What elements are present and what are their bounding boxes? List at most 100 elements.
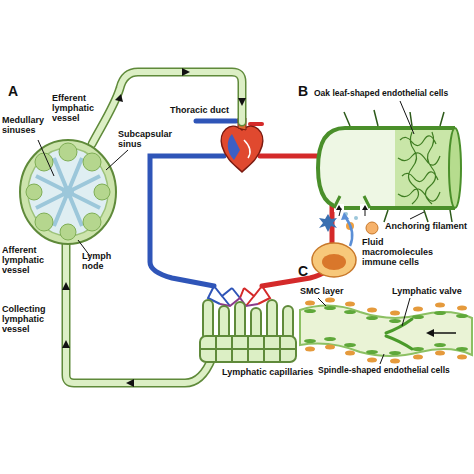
spindle-endothelial-cell [456, 314, 468, 318]
lymphatic-capillary [395, 130, 455, 206]
spindle-endothelial-cell [389, 319, 401, 323]
panel-letter: C [298, 264, 318, 279]
leader-line [402, 298, 410, 326]
immune-cell [322, 254, 346, 270]
part-label: Lymphatic capillaries [222, 368, 332, 378]
part-label: Medullary sinuses [2, 116, 57, 136]
spindle-endothelial-cell [389, 351, 401, 355]
lymphatic-valve [386, 336, 412, 349]
spindle-endothelial-cell [434, 343, 446, 347]
heart [221, 126, 263, 172]
smc-layer [325, 345, 335, 350]
smc-layer [305, 301, 315, 306]
immune-cell [339, 208, 365, 216]
smc-layer [435, 351, 445, 356]
spindle-endothelial-cell [344, 343, 356, 347]
flow-arrow [432, 332, 456, 334]
leader-line [318, 298, 410, 364]
lymphatic-vessel [66, 244, 212, 383]
lymphatic-capillary-network [235, 302, 245, 340]
leader-line [380, 354, 384, 364]
smc-layer [345, 351, 355, 356]
panel-letter: A [8, 84, 28, 99]
part-label: Subcapsular sinus [118, 130, 184, 150]
lymph-node [20, 140, 116, 244]
lymphatic-capillary-network [200, 336, 296, 362]
smc-layer [325, 298, 335, 303]
smc-layer [367, 308, 377, 313]
part-label: SMC layer [300, 287, 360, 297]
spindle-endothelial-cell [366, 316, 378, 320]
immune-cell [354, 216, 358, 220]
spindle-endothelial-cell [412, 347, 424, 351]
part-label: Lymphatic valve [392, 287, 472, 297]
spindle-endothelial-cell [412, 315, 424, 319]
immune-cell [336, 205, 368, 210]
heart [228, 134, 240, 160]
smc-layer [435, 303, 445, 308]
spindle-endothelial-cell [366, 350, 378, 354]
blood-circulation [150, 121, 332, 286]
lymphatic-capillary-network [219, 306, 229, 340]
lymphatic-capillary-network [200, 300, 296, 362]
leader-line [400, 101, 424, 219]
part-label: Efferent lymphatic vessel [52, 94, 104, 124]
leader-line [318, 298, 326, 306]
flow-arrow [426, 329, 456, 337]
immune-cell [366, 222, 378, 234]
smc-layer [305, 347, 315, 352]
part-label: Spindle-shaped endothelial cells [318, 366, 474, 375]
part-label: Thoracic duct [170, 106, 238, 116]
part-label: Lymph node [82, 252, 118, 272]
spindle-endothelial-cell [434, 311, 446, 315]
flow-arrow [426, 329, 434, 337]
flow-arrow [126, 379, 134, 387]
leader-line [410, 212, 424, 219]
blood-circulation [196, 119, 236, 124]
lymphatic-valve [386, 319, 412, 349]
blood-circulation [250, 122, 262, 126]
lymphatic-valve [386, 319, 412, 333]
lymphatic-vessel [66, 244, 212, 383]
lymph-node [83, 153, 101, 171]
collecting-vessel [300, 305, 472, 356]
lymph-node [35, 213, 53, 231]
part-label: Oak leaf-shaped endothelial cells [314, 89, 472, 98]
smc-layer [457, 306, 467, 311]
flow-arrow [238, 98, 246, 106]
lymphatic-capillary [449, 128, 461, 208]
leader-line [38, 140, 128, 256]
spindle-endothelial-cell [324, 306, 336, 310]
spindle-endothelial-cell [324, 337, 336, 341]
lymphatic-capillary-network [203, 300, 213, 340]
lymphatic-capillary-network [267, 300, 277, 340]
part-label: Fluid macromolecules immune cells [362, 238, 442, 268]
lymph-node [83, 213, 101, 231]
collecting-vessel [300, 305, 472, 356]
flow-arrow [62, 68, 246, 387]
spindle-endothelial-cell [456, 347, 468, 351]
smc-layer [413, 307, 423, 312]
spindle-endothelial-cell [344, 310, 356, 314]
lymphatic-capillary-network [283, 306, 293, 340]
immune-cell [346, 218, 352, 246]
lymph-node [62, 186, 74, 198]
leader-line [38, 140, 54, 176]
leader-line [106, 150, 128, 170]
lymph-node [59, 143, 77, 161]
flow-arrow [182, 68, 190, 76]
smc-layer [305, 298, 467, 364]
immune-cell [312, 243, 356, 277]
lymphatic-capillary-network [200, 336, 296, 362]
immune-cell [319, 214, 337, 232]
lymph-node [60, 224, 76, 240]
spindle-endothelial-cell [304, 309, 316, 313]
anchoring-filament [344, 110, 444, 126]
spindle-endothelial-cell [304, 306, 468, 355]
part-label: Collecting lymphatic vessel [2, 305, 58, 335]
heart [244, 140, 250, 158]
lymph-node [20, 140, 116, 244]
smc-layer [413, 355, 423, 360]
lymphatic-capillary [318, 128, 461, 212]
spindle-endothelial-cell [304, 339, 316, 343]
